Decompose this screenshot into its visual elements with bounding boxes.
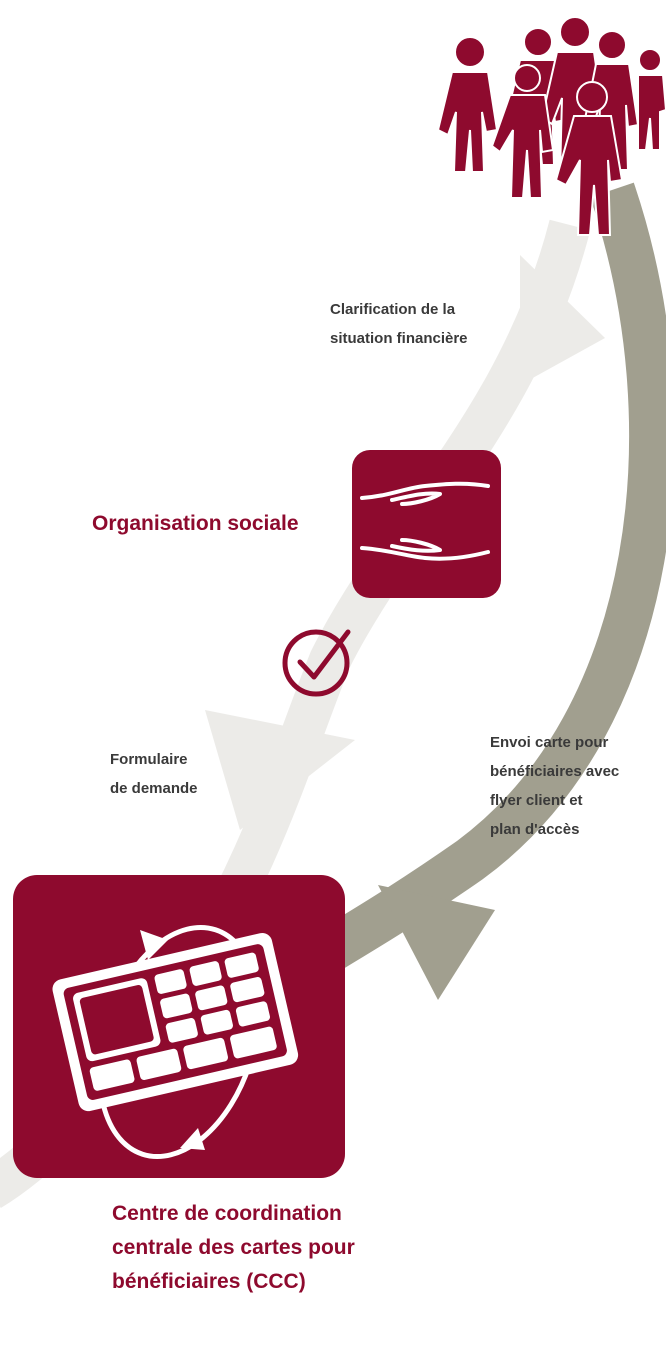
card-rotate-icon bbox=[52, 924, 299, 1160]
send-card-label: Envoi carte pour bénéficiaires avec flye… bbox=[490, 734, 620, 838]
form-label: Formulaire de demande bbox=[110, 751, 198, 797]
light-arrowhead-middle bbox=[205, 710, 355, 830]
social-org-tile bbox=[352, 450, 501, 598]
hands-icon bbox=[360, 481, 490, 561]
social-org-title: Organisation sociale bbox=[92, 512, 299, 535]
dark-arrowhead bbox=[378, 885, 495, 1000]
checkmark-circle-icon bbox=[282, 629, 351, 697]
people-group-icon bbox=[436, 16, 666, 236]
ccc-title: Centre de coordination centrale des cart… bbox=[112, 1202, 355, 1293]
clarification-label: Clarification de la situation financière bbox=[330, 301, 468, 347]
light-arrowhead-top bbox=[520, 255, 605, 385]
ccc-tile bbox=[13, 875, 345, 1178]
